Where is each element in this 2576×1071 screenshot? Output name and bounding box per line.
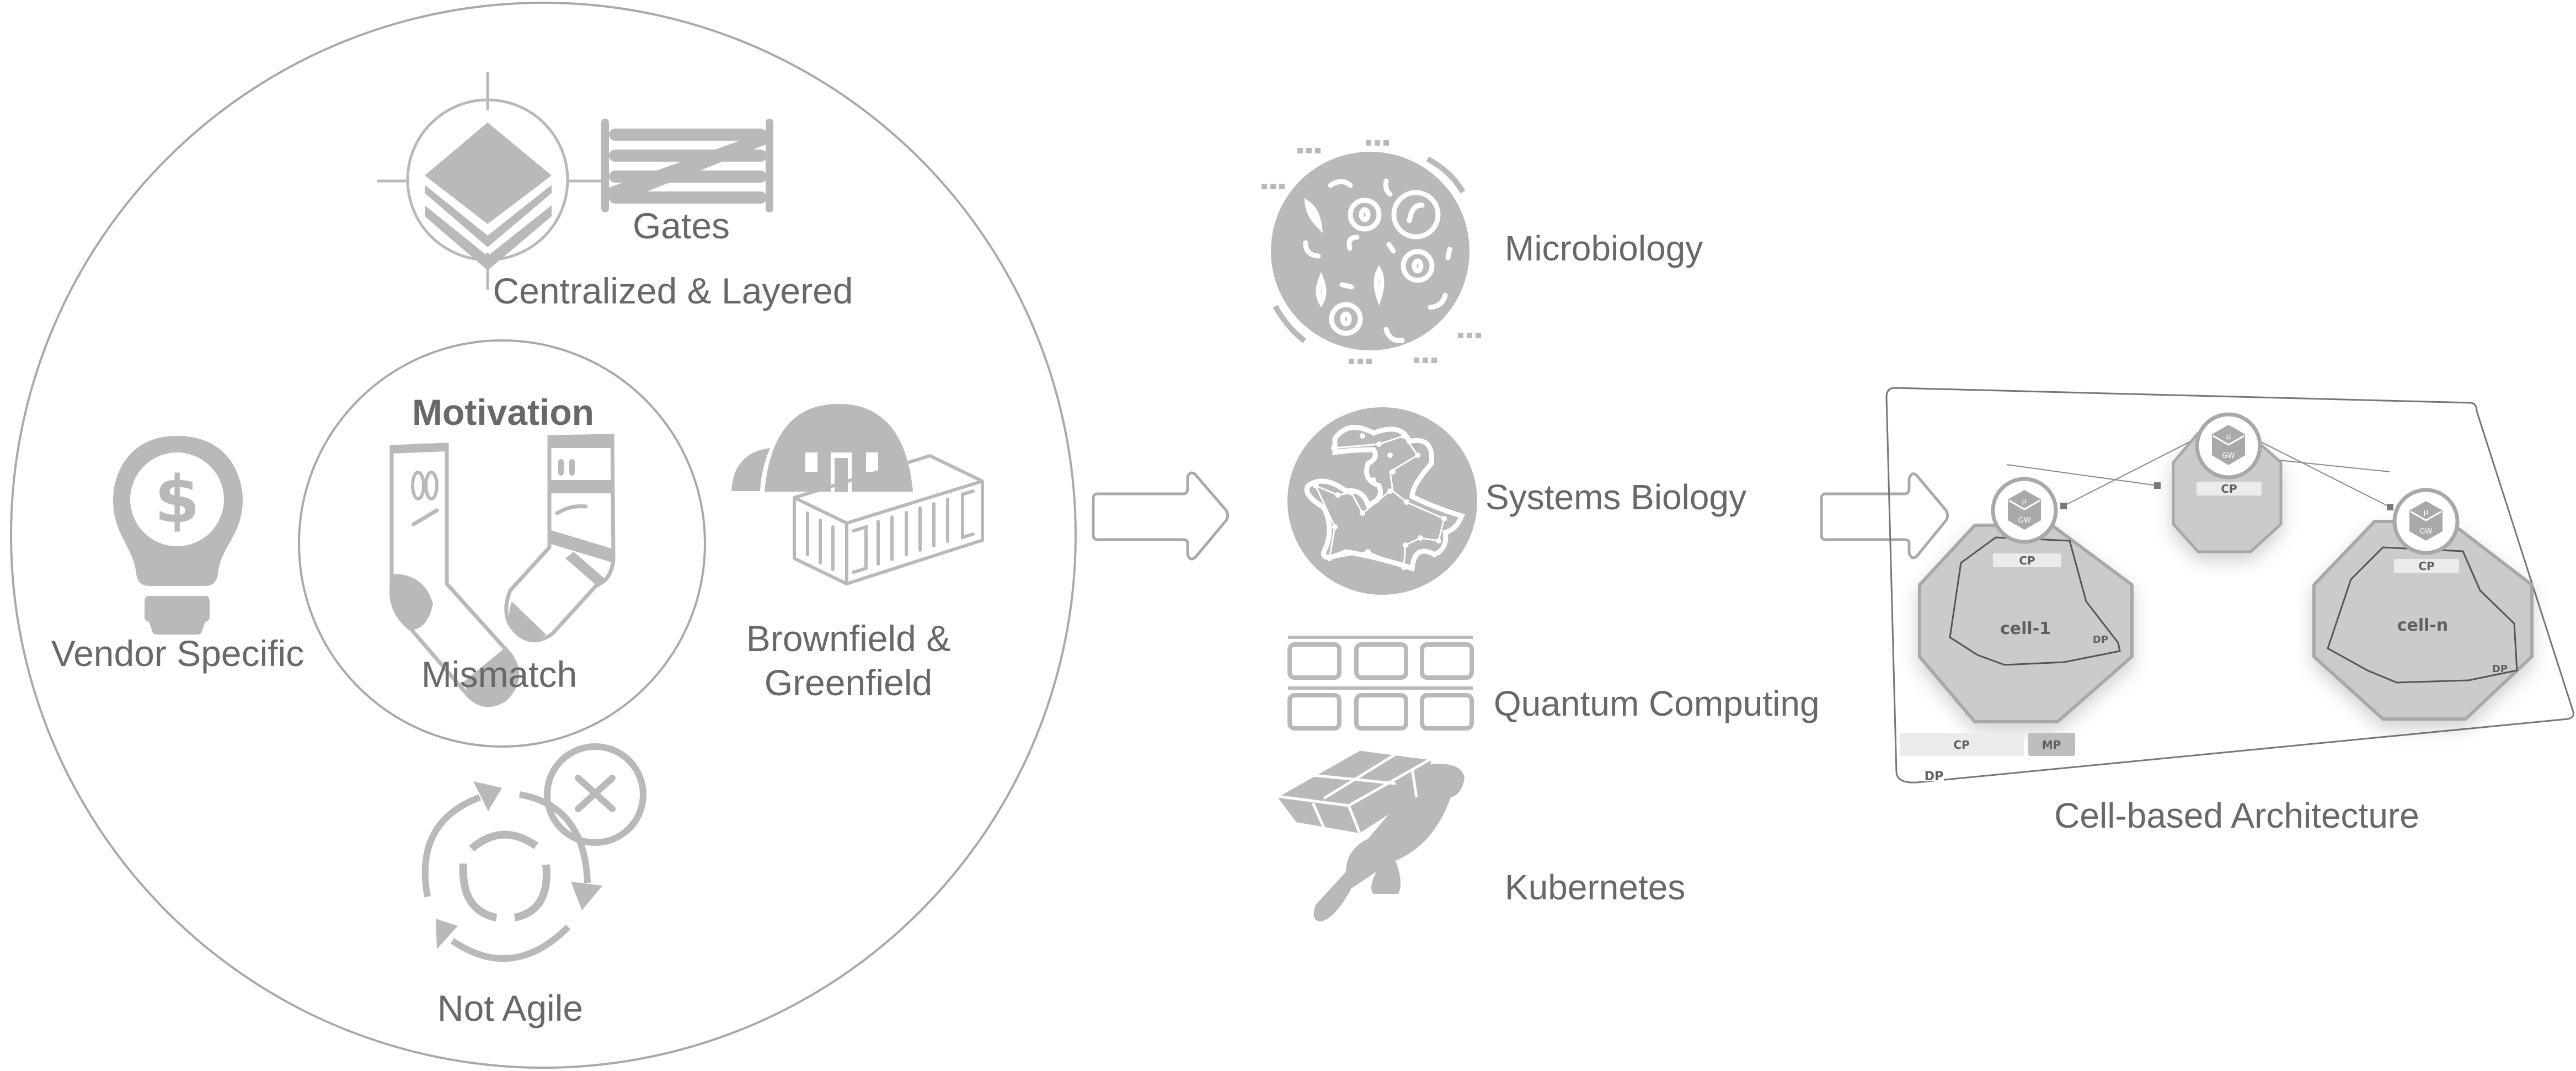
svg-text:CP: CP: [2221, 482, 2237, 495]
legend: CP MP: [1900, 733, 2075, 756]
gates-label: Gates: [633, 205, 730, 246]
mismatched-socks-icon: [389, 434, 616, 707]
dp-boundary: [1885, 387, 2574, 784]
svg-text:$: $: [154, 461, 200, 537]
brownfield-label: Brownfield &: [746, 618, 951, 659]
inspiration-item: Quantum Computing: [1287, 636, 1820, 731]
microbes-icon: [1262, 140, 1481, 364]
hub-link: [2006, 464, 2161, 489]
arrow-right-icon: [1092, 471, 1229, 561]
cell-n: CP cell-n DP μ GW: [2312, 488, 2534, 721]
svg-text:μ: μ: [2022, 497, 2027, 505]
hub-control-plane: CP μ GW: [2172, 412, 2283, 553]
gates-item: Gates: [601, 119, 773, 246]
dp-label: DP: [2492, 663, 2508, 675]
gateway-icon: μ GW: [2195, 412, 2262, 479]
svg-text:CP: CP: [2418, 560, 2434, 573]
arrow-right-icon: [1820, 472, 1949, 560]
qubit-grid-icon: [1287, 636, 1474, 731]
mismatch-label: Mismatch: [421, 654, 577, 695]
layers-target-icon: [377, 72, 602, 290]
centralized-layered-item: Centralized & Layered: [377, 72, 853, 311]
person-carrying-boxes-icon: [1275, 748, 1465, 921]
brownfield-greenfield-item: Brownfield & Greenfield: [731, 404, 984, 703]
cp-bar: [1993, 553, 2061, 567]
inspiration-label: Kubernetes: [1505, 867, 1685, 907]
lightbulb-dollar-icon: $: [113, 436, 243, 635]
svg-text:CP: CP: [1953, 738, 1969, 752]
inspiration-label: Microbiology: [1505, 228, 1703, 268]
cell-architecture-section: DP CP μ GW CP cell-1 DP: [1885, 387, 2574, 835]
dp-boundary-label: DP: [1925, 770, 1943, 784]
quonset-hut-container-icon: [731, 404, 984, 585]
svg-text:GW: GW: [2420, 527, 2433, 536]
cp-bar: [2394, 559, 2459, 573]
hub-link: [2060, 440, 2193, 509]
vendor-specific-label: Vendor Specific: [51, 633, 304, 674]
outer-circle: [10, 2, 1077, 1069]
not-agile-item: Not Agile: [421, 743, 646, 1029]
svg-text:GW: GW: [2222, 452, 2235, 460]
svg-text:MP: MP: [2042, 738, 2061, 752]
legend-mp: [2028, 733, 2075, 756]
greenfield-label: Greenfield: [765, 662, 933, 703]
svg-text:μ: μ: [2226, 432, 2231, 441]
vendor-specific-item: $ Vendor Specific: [51, 436, 304, 674]
legend-cp: [1900, 733, 2024, 756]
inspiration-label: Quantum Computing: [1494, 684, 1820, 723]
svg-text:μ: μ: [2424, 508, 2429, 516]
svg-text:CP: CP: [2019, 554, 2035, 567]
cell-1: CP cell-1 DP μ GW: [1918, 477, 2134, 723]
motivation-title: Motivation: [412, 392, 594, 433]
gateway-icon: μ GW: [1991, 477, 2058, 544]
svg-text:GW: GW: [2018, 516, 2031, 525]
hub-link: [2259, 441, 2393, 510]
network-blob-icon: [1287, 407, 1477, 595]
motivation-section: Centralized & Layered Gates Motivation: [10, 2, 1077, 1069]
inner-circle: [298, 339, 706, 748]
centralized-label: Centralized & Layered: [493, 270, 853, 311]
inspiration-item: Microbiology: [1262, 140, 1703, 364]
inspirations-section: Microbiology Systems Biology: [1262, 140, 1820, 921]
inspiration-item: Systems Biology: [1287, 407, 1746, 595]
not-agile-label: Not Agile: [437, 988, 583, 1029]
cycle-x-icon: [421, 743, 646, 962]
cell-name: cell-n: [2397, 616, 2449, 635]
gate-icon: [601, 119, 773, 212]
cell-name: cell-1: [2000, 619, 2051, 638]
inspiration-item: Kubernetes: [1275, 748, 1685, 921]
architecture-caption: Cell-based Architecture: [2054, 796, 2419, 835]
gateway-icon: μ GW: [2392, 488, 2460, 555]
inspiration-label: Systems Biology: [1485, 477, 1746, 517]
dp-label: DP: [2093, 634, 2108, 646]
